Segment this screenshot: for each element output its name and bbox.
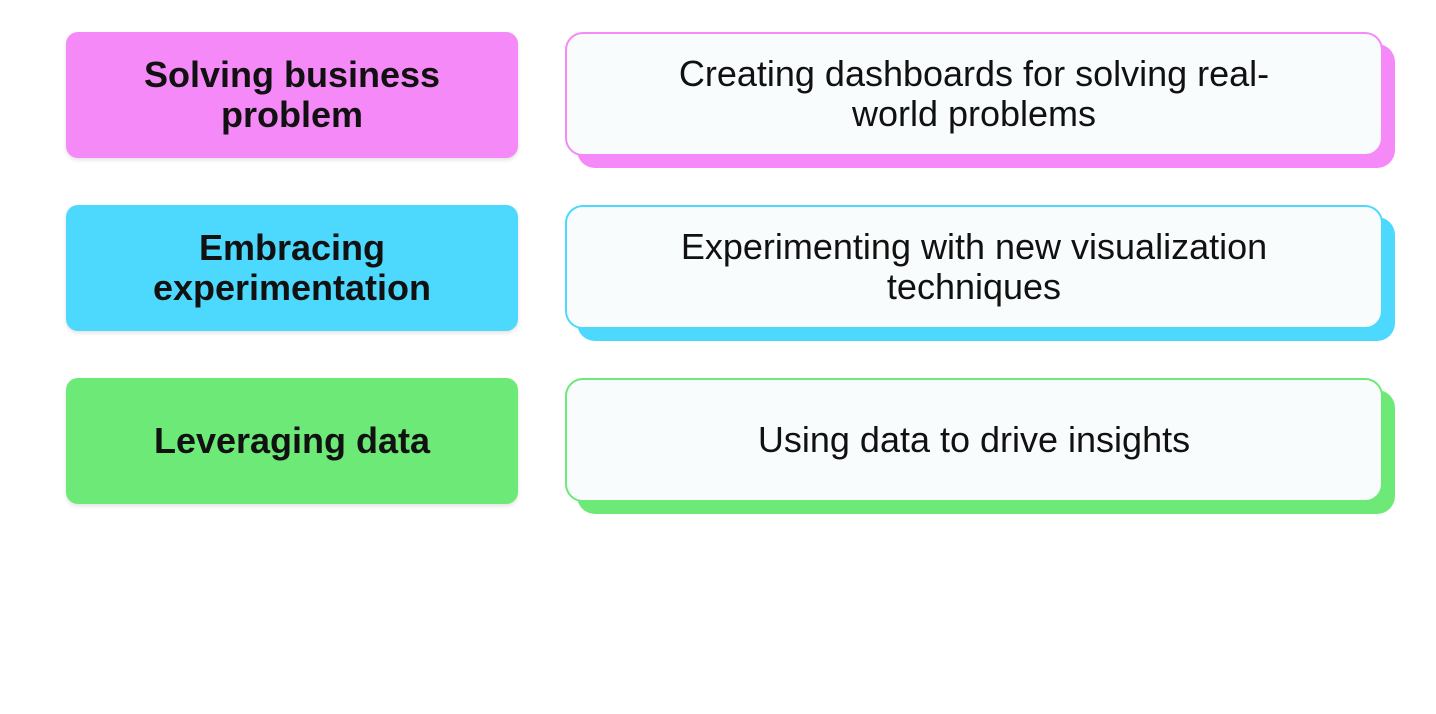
description-box: Creating dashboards for solving real-wor… [565, 32, 1383, 156]
label-box: Embracing experimentation [66, 205, 518, 331]
label-box: Solving business problem [66, 32, 518, 158]
description-text: Using data to drive insights [757, 419, 1191, 460]
description-card: Using data to drive insights [565, 378, 1395, 514]
description-box: Using data to drive insights [565, 378, 1383, 502]
label-text: Embracing experimentation [152, 227, 432, 308]
label-text: Leveraging data [153, 420, 431, 461]
description-card: Creating dashboards for solving real-wor… [565, 32, 1395, 168]
label-text: Solving business problem [143, 54, 441, 135]
description-box: Experimenting with new visualization tec… [565, 205, 1383, 329]
description-text: Experimenting with new visualization tec… [680, 226, 1268, 307]
label-box: Leveraging data [66, 378, 518, 504]
description-card: Experimenting with new visualization tec… [565, 205, 1395, 341]
description-text: Creating dashboards for solving real-wor… [678, 53, 1270, 134]
